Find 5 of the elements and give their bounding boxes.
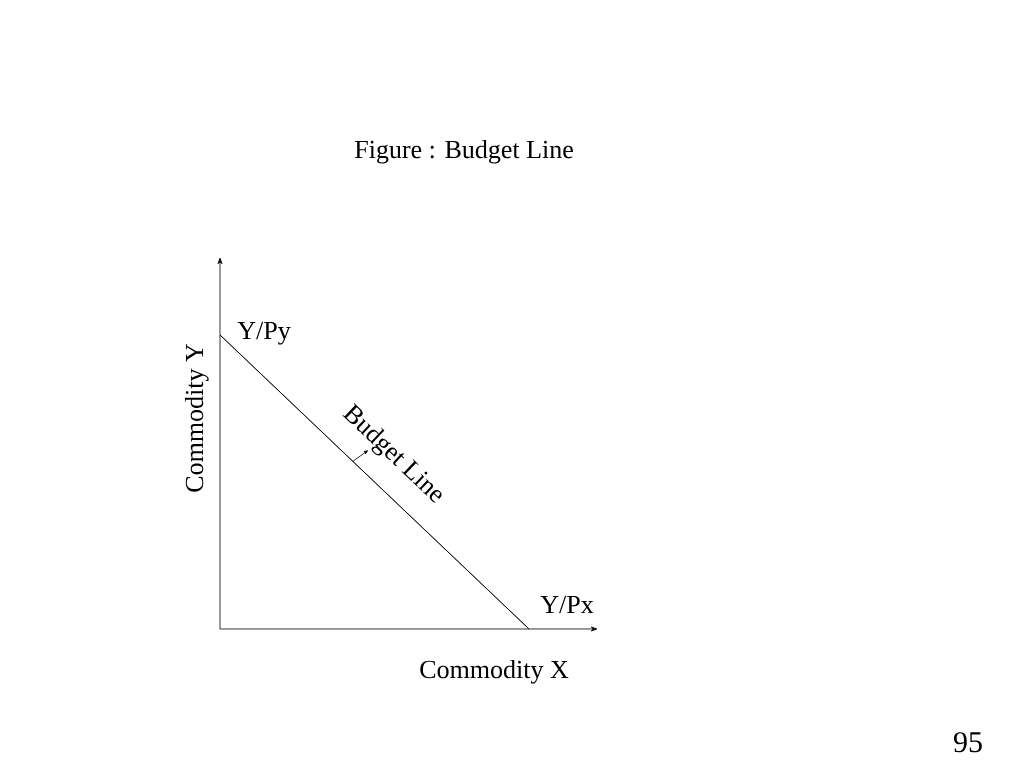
axis-label: Commodity X (420, 659, 569, 684)
page-number: 95 (953, 732, 982, 753)
figure-title: Figure : Budget Line (355, 139, 573, 164)
leader-arrow (352, 450, 369, 462)
intercept-label: Y/Py (237, 321, 291, 345)
